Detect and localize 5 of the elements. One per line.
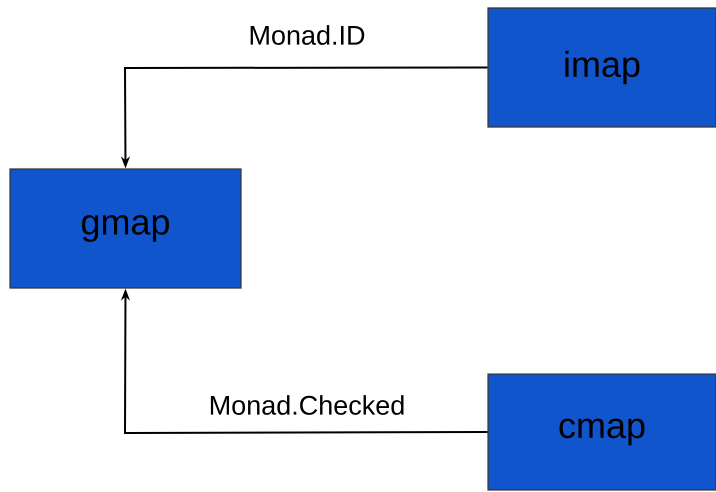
edge-label: Monad.ID [250, 25, 364, 45]
process-box: gmap [9, 168, 242, 289]
process-box: imap [487, 7, 716, 128]
edge-label: Monad.Checked [210, 395, 404, 415]
process-box: cmap [487, 373, 716, 491]
